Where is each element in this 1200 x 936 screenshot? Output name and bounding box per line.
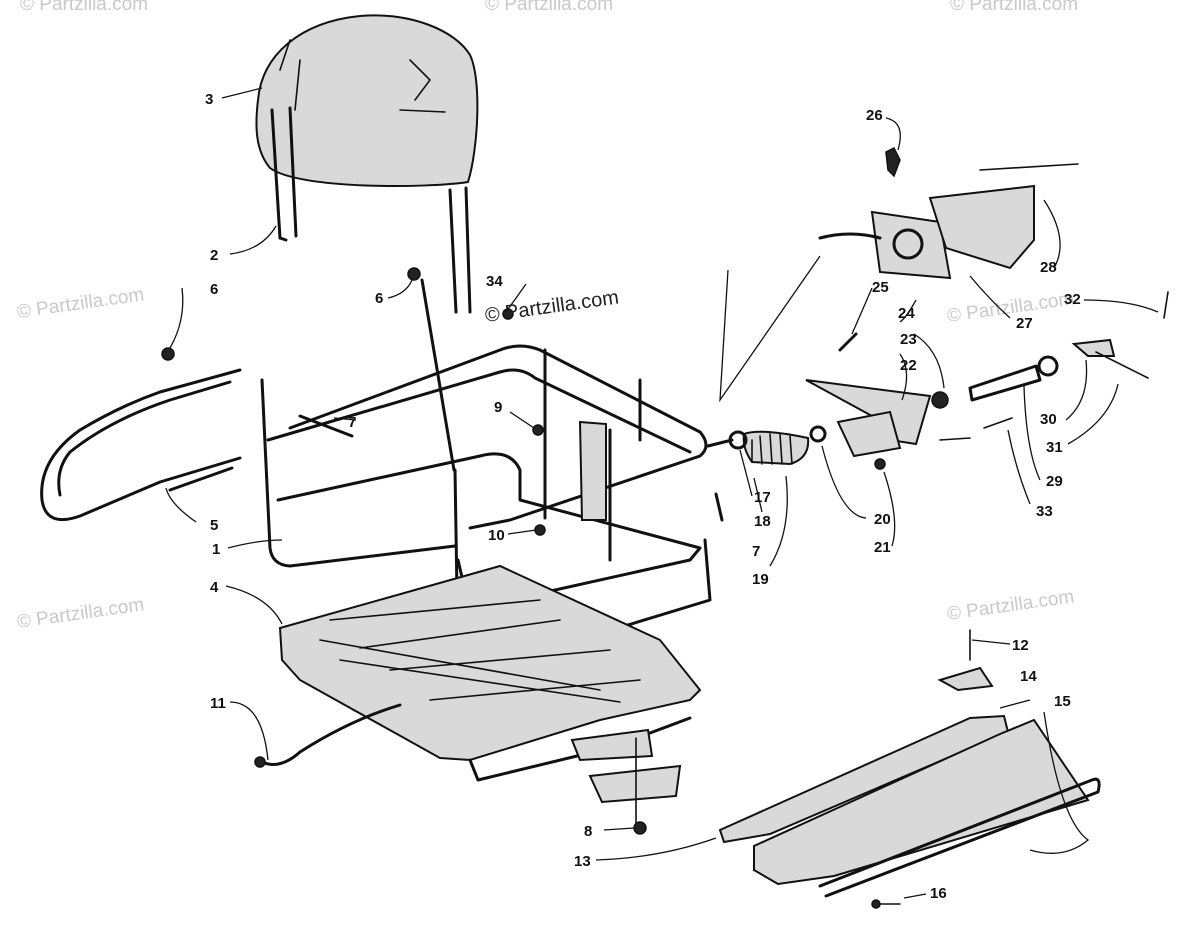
callout-6-left: 6 bbox=[210, 281, 218, 298]
callout-7-upper: 7 bbox=[348, 414, 356, 431]
wire-leader bbox=[719, 255, 821, 403]
taillight-assembly bbox=[818, 146, 1079, 280]
side-rail bbox=[40, 368, 242, 521]
callout-11: 11 bbox=[210, 695, 226, 712]
watermark-top-left: © Partzilla.com bbox=[20, 0, 148, 15]
callout-23: 23 bbox=[900, 331, 917, 348]
callout-14: 14 bbox=[1020, 668, 1037, 685]
callout-6-center: 6 bbox=[375, 290, 383, 307]
cable-terminal bbox=[254, 756, 266, 768]
nut-10 bbox=[534, 524, 546, 536]
watermark-top-center: © Partzilla.com bbox=[485, 0, 613, 15]
callout-16: 16 bbox=[930, 885, 947, 902]
rod-6 bbox=[420, 278, 456, 472]
callout-7-lower: 7 bbox=[752, 543, 760, 560]
callout-17: 17 bbox=[754, 489, 771, 506]
callout-24: 24 bbox=[898, 305, 915, 322]
bolt-7-lower bbox=[714, 492, 724, 522]
callout-10: 10 bbox=[488, 527, 505, 544]
watermark-low-right: © Partzilla.com bbox=[946, 586, 1076, 625]
callout-2: 2 bbox=[210, 247, 218, 264]
nut-6-left bbox=[161, 347, 175, 361]
watermark-mid-right: © Partzilla.com bbox=[946, 288, 1076, 327]
callout-19: 19 bbox=[752, 571, 769, 588]
hitch-assembly bbox=[706, 291, 1169, 470]
callout-18: 18 bbox=[754, 513, 771, 530]
watermark-low-left: © Partzilla.com bbox=[16, 594, 146, 633]
nut-6-center bbox=[407, 267, 421, 281]
watermark-center: © Partzilla.com bbox=[484, 286, 621, 327]
callout-20: 20 bbox=[874, 511, 891, 528]
callout-3: 3 bbox=[205, 91, 213, 108]
callout-21: 21 bbox=[874, 539, 891, 556]
callout-15: 15 bbox=[1054, 693, 1071, 710]
callout-27: 27 bbox=[1016, 315, 1033, 332]
watermark-top-right: © Partzilla.com bbox=[950, 0, 1078, 15]
callout-8: 8 bbox=[584, 823, 592, 840]
lower-bracket bbox=[570, 728, 682, 835]
callout-4: 4 bbox=[210, 579, 219, 596]
callout-22: 22 bbox=[900, 357, 917, 374]
seat-base bbox=[278, 564, 702, 782]
callout-31: 31 bbox=[1046, 439, 1063, 456]
callout-9: 9 bbox=[494, 399, 502, 416]
callout-29: 29 bbox=[1046, 473, 1063, 490]
callout-25: 25 bbox=[872, 279, 889, 296]
callout-12: 12 bbox=[1012, 637, 1029, 654]
watermark-layer: © Partzilla.com © Partzilla.com © Partzi… bbox=[16, 0, 1078, 633]
callout-5: 5 bbox=[210, 517, 218, 534]
leader-lines bbox=[165, 87, 1159, 899]
callout-1: 1 bbox=[212, 541, 220, 558]
callout-32: 32 bbox=[1064, 291, 1081, 308]
callout-28: 28 bbox=[1040, 259, 1057, 276]
callout-34: 34 bbox=[486, 273, 503, 290]
callout-26: 26 bbox=[866, 107, 883, 124]
backrest-posts bbox=[270, 106, 472, 314]
running-boards bbox=[718, 629, 1101, 909]
nut-9 bbox=[532, 424, 544, 436]
callout-13: 13 bbox=[574, 853, 591, 870]
callout-33: 33 bbox=[1036, 503, 1053, 520]
bolt-7-upper bbox=[298, 414, 354, 438]
watermark-mid-left: © Partzilla.com bbox=[16, 284, 146, 323]
callout-labels: 3 2 6 6 34 7 9 10 5 1 4 11 8 13 12 14 15… bbox=[205, 91, 1081, 902]
nut-34 bbox=[502, 308, 514, 320]
cable bbox=[260, 703, 402, 766]
callout-30: 30 bbox=[1040, 411, 1057, 428]
backrest-pad bbox=[255, 14, 479, 187]
